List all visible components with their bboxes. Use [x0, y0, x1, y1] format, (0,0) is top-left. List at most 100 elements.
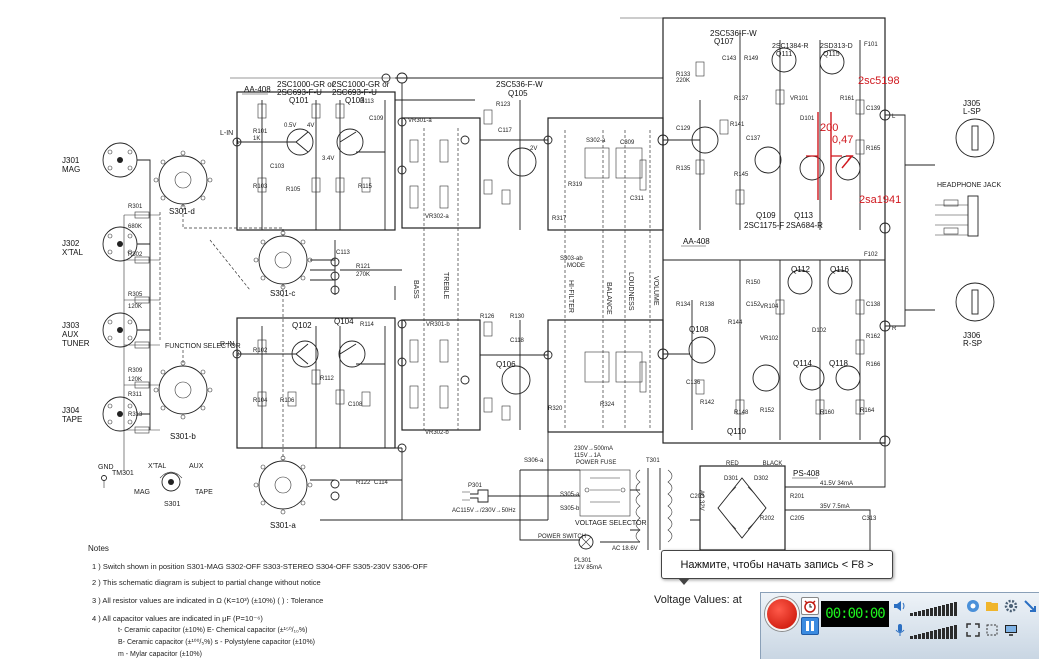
svg-text:R160: R160 — [820, 410, 835, 416]
svg-text:2V: 2V — [530, 146, 537, 152]
label-gnd: GND — [98, 464, 114, 471]
svg-text:S306-a: S306-a — [524, 458, 544, 464]
label-q103: Q103 — [345, 96, 365, 105]
label-aa408-right: AA-408 — [683, 237, 710, 246]
label-q105: Q105 — [508, 89, 528, 98]
label-knob-xtal: X'TAL — [148, 463, 166, 470]
label-q108: Q108 — [689, 325, 709, 334]
svg-text:R130: R130 — [510, 314, 525, 320]
pause-icon[interactable] — [801, 617, 819, 635]
svg-text:R152: R152 — [760, 408, 775, 414]
voltage-selector-switch — [579, 469, 631, 517]
svg-text:4V: 4V — [307, 123, 314, 129]
label-q109: Q109 — [756, 211, 776, 220]
label-ac18v: AC 18.6V — [612, 546, 638, 552]
svg-text:R144: R144 — [728, 320, 743, 326]
svg-text:R313: R313 — [128, 412, 143, 418]
svg-text:R317: R317 — [552, 216, 567, 222]
fullscreen-icon[interactable] — [966, 623, 980, 637]
label-knob-aux: AUX — [189, 463, 204, 470]
annotation-transistor-arrow — [841, 155, 854, 169]
selector-wafer-s301b — [153, 360, 213, 420]
monitor-icon[interactable] — [1004, 623, 1018, 637]
label-q115: Q115 — [823, 51, 840, 58]
webcam-icon[interactable] — [966, 599, 980, 613]
svg-text:R324: R324 — [600, 402, 615, 408]
label-vr302a: VR302-a — [425, 214, 449, 220]
label-s301b: S301-b — [170, 432, 196, 441]
svg-text:R311: R311 — [128, 392, 143, 398]
svg-text:R102: R102 — [253, 348, 268, 354]
svg-text:R149: R149 — [744, 56, 759, 62]
input-jack-mag — [102, 142, 138, 178]
annotation-resistor-200: 200 — [820, 122, 838, 134]
label-headphone-jack: HEADPHONE JACK — [937, 182, 1002, 189]
label-q113: Q113 — [794, 211, 814, 220]
label-v35: 35V 7.5mA — [820, 504, 850, 510]
label-q111: Q111 — [776, 51, 792, 58]
label-loudness: LOUDNESS — [627, 272, 634, 311]
annotation-2sa1941: 2sa1941 — [859, 194, 901, 206]
svg-text:R105: R105 — [286, 187, 301, 193]
selector-wafer-s301d — [153, 150, 213, 210]
label-treble: TREBLE — [442, 272, 449, 300]
label-q110: Q110 — [727, 427, 747, 436]
svg-text:S305-b: S305-b — [560, 506, 580, 512]
svg-text:R137: R137 — [734, 96, 749, 102]
svg-text:R148: R148 — [734, 410, 749, 416]
label-power-fuse: POWER FUSE — [576, 460, 616, 466]
svg-text:R319: R319 — [568, 182, 583, 188]
label-q102: Q102 — [292, 321, 312, 330]
svg-text:1K: 1K — [253, 136, 260, 142]
label-q114: Q114 — [793, 359, 813, 368]
speaker-icon[interactable] — [893, 599, 907, 613]
gear-icon[interactable] — [1004, 599, 1018, 613]
svg-text:C205: C205 — [790, 516, 805, 522]
record-button[interactable] — [765, 597, 799, 631]
record-tooltip: Нажмите, чтобы начать запись < F8 > — [661, 550, 893, 585]
label-f101: F101 — [864, 42, 878, 48]
alarm-clock-icon[interactable] — [801, 597, 819, 615]
output-volume-meter[interactable] — [910, 598, 958, 616]
label-volume: VOLUME — [652, 276, 659, 306]
svg-text:R320: R320 — [548, 406, 563, 412]
svg-text:R141: R141 — [730, 122, 745, 128]
power-plug — [462, 489, 580, 503]
label-knob-mag: MAG — [134, 489, 150, 496]
svg-text:C129: C129 — [676, 126, 691, 132]
label-tm301: TM301 — [112, 470, 134, 477]
svg-text:R309: R309 — [128, 368, 143, 374]
arrow-icon[interactable] — [1023, 599, 1037, 613]
label-aa408-left: AA-408 — [244, 85, 271, 94]
input-volume-meter[interactable] — [910, 621, 958, 639]
label-q109-type: 2SC1175-F — [744, 221, 784, 230]
svg-text:R161: R161 — [840, 96, 855, 102]
svg-text:L: L — [892, 114, 896, 120]
region-icon[interactable] — [985, 623, 999, 637]
label-q106: Q106 — [496, 360, 516, 369]
svg-text:D102: D102 — [812, 328, 827, 334]
svg-text:C313: C313 — [862, 516, 877, 522]
voltage-values-label: Voltage Values: at — [654, 594, 742, 606]
folder-icon[interactable] — [985, 599, 999, 613]
label-q103-type: 2SC1000-GR or — [332, 80, 390, 89]
label-r-in: R-IN — [220, 341, 234, 348]
svg-text:2: 2 — [236, 352, 240, 358]
bridge-rectifier — [717, 477, 767, 539]
label-q115-type: 2SD313-D — [820, 43, 853, 50]
selector-wafer-s301a — [253, 455, 313, 515]
label-q111-type: 2SC1384-R — [772, 43, 809, 50]
label-s301d: S301-d — [169, 207, 195, 216]
svg-text:R: R — [892, 326, 897, 332]
headphone-jack — [935, 195, 979, 237]
microphone-icon[interactable] — [893, 623, 907, 637]
note-item: 3 ) All resistor values are indicated in… — [92, 596, 324, 605]
svg-text:R202: R202 — [760, 516, 775, 522]
note-item: 2 ) This schematic diagram is subject to… — [92, 578, 321, 587]
